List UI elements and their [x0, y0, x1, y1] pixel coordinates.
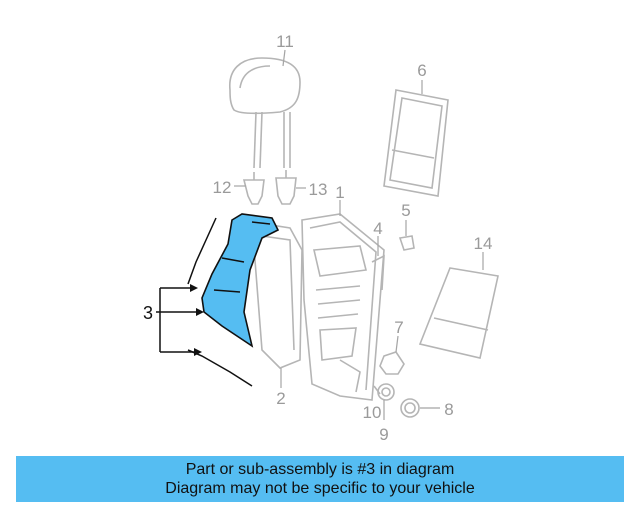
- callout-12: 12: [213, 178, 232, 197]
- callout-11: 11: [276, 32, 294, 51]
- callout-3: 3: [143, 303, 153, 323]
- callout-7: 7: [394, 318, 403, 337]
- headrest-guide-lock-part: [275, 170, 306, 205]
- callout-4: 4: [373, 219, 382, 238]
- info-banner: Part or sub-assembly is #3 in diagram Di…: [16, 456, 624, 502]
- callout-9: 9: [379, 425, 388, 444]
- clip-part: [398, 220, 415, 251]
- bolt-part: [373, 383, 395, 420]
- headrest-guide-part: [234, 172, 265, 205]
- callout-8: 8: [444, 400, 453, 419]
- callout-3-bracket: [156, 284, 204, 356]
- callout-10: 10: [363, 403, 382, 422]
- banner-line-1: Part or sub-assembly is #3 in diagram: [185, 461, 455, 478]
- callout-1: 1: [335, 183, 344, 202]
- seat-back-cushion-part: [251, 221, 303, 388]
- bracket-part: [371, 236, 385, 291]
- callout-14: 14: [474, 234, 493, 253]
- callout-2: 2: [276, 389, 285, 408]
- seat-back-exploded-diagram: 11 6 12 13 1 5 4 14 3 7 2 8 10 9: [143, 32, 499, 444]
- knob-part: [379, 335, 405, 375]
- callout-13: 13: [309, 180, 328, 199]
- banner-line-2: Diagram may not be specific to your vehi…: [165, 480, 475, 497]
- adjuster-knob-part: [400, 398, 440, 418]
- back-board-part: [418, 252, 499, 359]
- seat-back-pad-highlighted-part: [201, 213, 280, 348]
- callout-5: 5: [401, 201, 410, 220]
- seat-back-frame-part: [301, 200, 385, 401]
- headrest-part: [229, 49, 301, 169]
- backrest-panel-part: [383, 80, 449, 197]
- callout-6: 6: [417, 61, 426, 80]
